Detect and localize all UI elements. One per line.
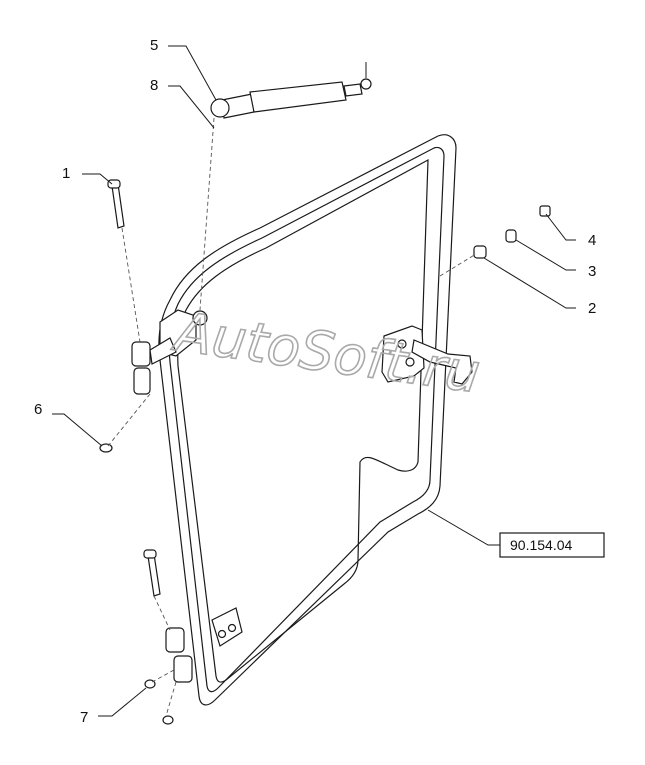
reference-label-box: 90.154.04 <box>499 532 605 558</box>
callout-2: 2 <box>588 300 596 317</box>
lower-hinge-pin <box>143 549 161 597</box>
reference-label: 90.154.04 <box>510 537 572 553</box>
assembly-lines <box>107 117 477 717</box>
door-handle <box>381 325 473 385</box>
door-glass-panel <box>158 134 457 706</box>
leader-lines <box>52 45 576 717</box>
lower-hinge <box>165 607 243 683</box>
callout-6: 6 <box>34 401 42 418</box>
callout-4: 4 <box>588 232 596 249</box>
gas-strut <box>210 62 372 119</box>
clips-and-washers <box>99 443 174 725</box>
callout-3: 3 <box>588 263 596 280</box>
upper-hinge <box>131 309 208 395</box>
callout-5: 5 <box>150 37 158 54</box>
latch-fittings <box>473 205 551 259</box>
callout-1: 1 <box>62 165 70 182</box>
callout-8: 8 <box>150 77 158 94</box>
callout-7: 7 <box>80 709 88 726</box>
upper-hinge-pin <box>107 179 125 229</box>
